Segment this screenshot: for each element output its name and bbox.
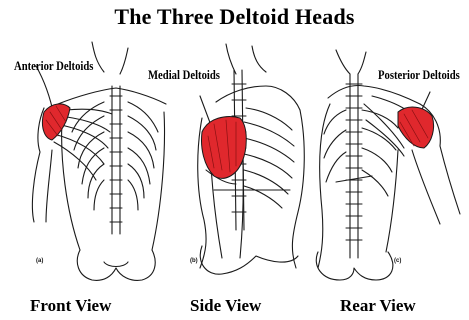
side-view-label: Side View [190, 296, 261, 316]
medial-deltoids-label: Medial Deltoids [148, 67, 220, 83]
front-view-figure [32, 42, 166, 280]
rear-view-label: Rear View [340, 296, 416, 316]
posterior-deltoids-label: Posterior Deltoids [378, 67, 460, 83]
panel-letter-b: (b) [190, 258, 198, 264]
rear-view-figure [316, 50, 460, 280]
anterior-deltoids-label: Anterior Deltoids [14, 58, 93, 74]
front-view-label: Front View [30, 296, 111, 316]
medial-deltoid-highlight [202, 117, 247, 179]
panel-letter-a: (a) [36, 258, 43, 264]
panel-letter-c: (c) [394, 258, 401, 264]
